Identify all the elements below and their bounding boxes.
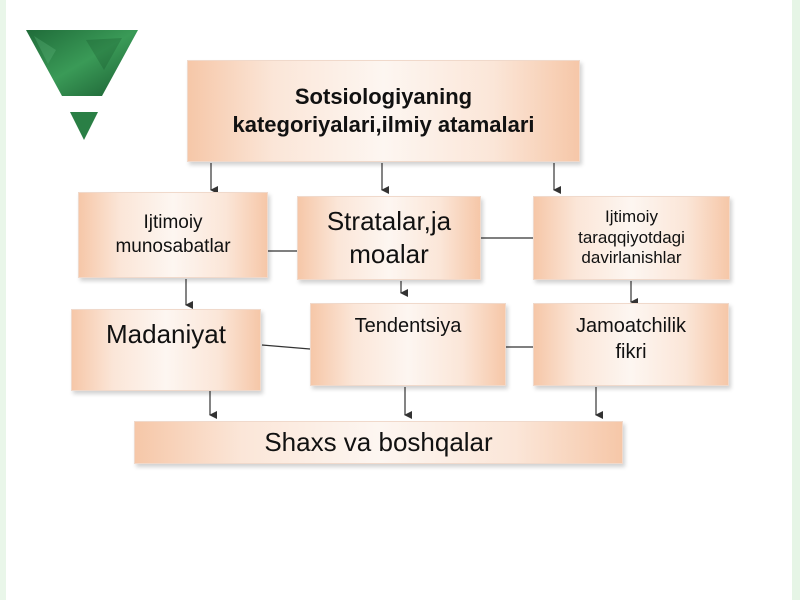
link-row2-left-center: [261, 344, 311, 350]
node-label-line2: fikri: [615, 340, 647, 363]
node-label-line1: Stratalar,ja: [326, 205, 452, 236]
node-tendentsiya: Tendentsiya: [310, 303, 506, 386]
node-label: Shaxs va boshqalar: [264, 426, 493, 457]
node-label-line1: Ijtimoiy: [143, 211, 203, 233]
root-node-line1: Sotsiologiyaning: [294, 83, 473, 109]
node-label-line2: munosabatlar: [115, 236, 231, 257]
node-label-line1: Jamoatchilik: [575, 315, 687, 337]
green-triangle-logo-icon: [26, 30, 138, 140]
node-label: Tendentsiya: [354, 315, 462, 337]
node-label-line1: Ijtimoiy: [605, 206, 658, 226]
node-stratalar-jamoalar: Stratalar,ja moalar: [297, 196, 481, 280]
node-madaniyat: Madaniyat: [71, 309, 261, 391]
node-label-line3: davirlanishlar: [581, 248, 682, 268]
node-shaxs-va-boshqalar: Shaxs va boshqalar: [134, 421, 623, 464]
node-label-line2: taraqqiyotdagi: [578, 227, 685, 247]
node-label: Madaniyat: [106, 319, 226, 349]
root-node-line2: kategoriyalari,ilmiy atamalari: [232, 112, 535, 137]
node-jamoatchilik-fikri: Jamoatchilik fikri: [533, 303, 729, 386]
root-node-box: Sotsiologiyaning kategoriyalari,ilmiy at…: [187, 60, 580, 162]
node-ijtimoiy-munosabatlar: Ijtimoiy munosabatlar: [78, 192, 268, 278]
node-ijtimoiy-taraqqiyot: Ijtimoiy taraqqiyotdagi davirlanishlar: [533, 196, 730, 280]
node-label-line2: moalar: [349, 239, 429, 269]
